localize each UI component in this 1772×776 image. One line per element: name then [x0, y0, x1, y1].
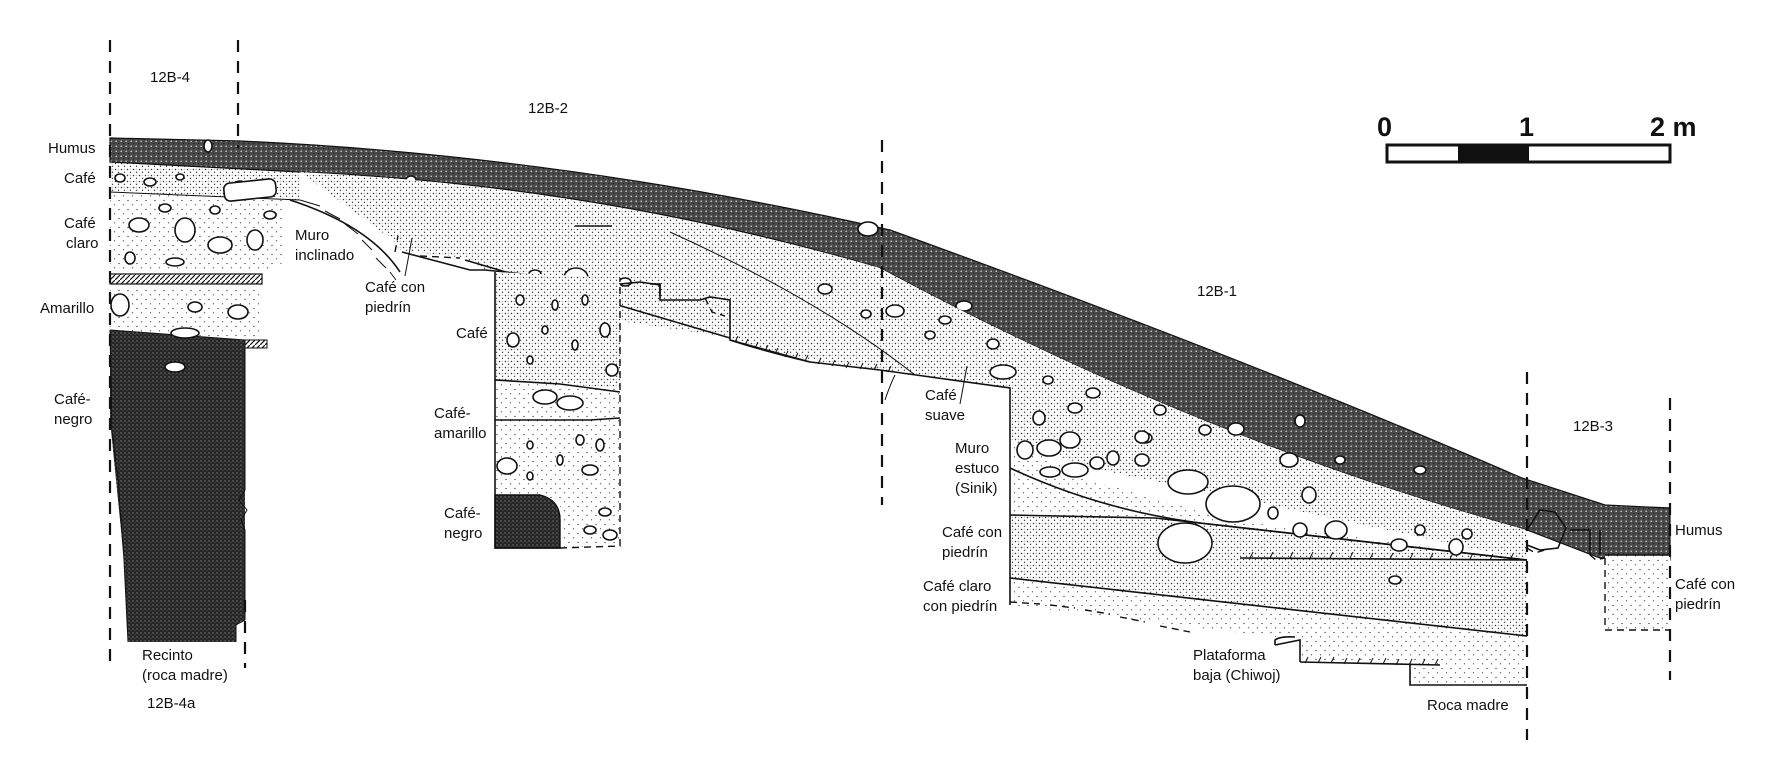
label-muro-estuco: Muro	[955, 440, 989, 457]
label-plataforma: Plataforma	[1193, 647, 1266, 664]
label-recinto: Recinto	[142, 647, 193, 664]
label-cafe-claro-piedrin: Café claro	[923, 578, 991, 595]
label-cafe-piedrin-far: piedrín	[1675, 596, 1721, 613]
layer-cafe-piedrin-far	[1605, 555, 1670, 630]
label-cafe-piedrin-right: Café con	[942, 524, 1002, 541]
label-humus-right: Humus	[1675, 522, 1723, 539]
label-cafe-claro-piedrin: con piedrín	[923, 598, 997, 615]
unit-12b3: 12B-3	[1573, 418, 1613, 435]
layer-cafe-negro-left	[110, 328, 245, 642]
label-muro-estuco: estuco	[955, 460, 999, 477]
label-amarillo: Amarillo	[40, 300, 94, 317]
column-12b1	[1009, 375, 1528, 686]
label-cafe-piedrin-far: Café con	[1675, 576, 1735, 593]
unit-12b2: 12B-2	[528, 100, 568, 117]
label-muro-inclinado: inclinado	[295, 247, 354, 264]
pit-column	[494, 272, 621, 549]
label-humus-left: Humus	[48, 140, 96, 157]
label-cafe-amarillo: amarillo	[434, 425, 487, 442]
label-muro-estuco: (Sinik)	[955, 480, 998, 497]
layer-cafe-claro	[110, 190, 285, 272]
label-muro-inclinado: Muro	[295, 227, 329, 244]
label-plataforma: baja (Chiwoj)	[1193, 667, 1281, 684]
label-cafe-negro-left: negro	[54, 411, 92, 428]
label-cafe-suave: suave	[925, 407, 965, 424]
column-12b3	[1526, 509, 1670, 631]
label-cafe-piedrin-right: piedrín	[942, 544, 988, 561]
label-cafe-piedrin-mid: piedrín	[365, 299, 411, 316]
label-cafe-amarillo: Café-	[434, 405, 471, 422]
label-roca-madre: Roca madre	[1427, 697, 1509, 714]
layer-muro-estuco	[1010, 440, 1527, 560]
label-recinto: (roca madre)	[142, 667, 228, 684]
label-cafe-piedrin-mid: Café con	[365, 279, 425, 296]
unit-12b4: 12B-4	[150, 69, 190, 86]
layer-cafe-con-piedrin-mid	[300, 172, 1527, 560]
unit-12b1: 12B-1	[1197, 283, 1237, 300]
layer-cafe-claro-piedrin	[1010, 578, 1527, 685]
label-cafe-negro-pit: Café-	[444, 505, 481, 522]
layer-cafe-piedrin-right	[1010, 515, 1527, 636]
unit-12b4a: 12B-4a	[147, 695, 196, 712]
column-12b4	[109, 162, 301, 643]
label-cafe-left: Café	[64, 170, 96, 187]
scale-tick-1: 1	[1519, 112, 1534, 142]
scale-tick-2: 2 m	[1650, 112, 1697, 142]
layer-amarillo	[110, 287, 262, 342]
label-cafe-suave: Café	[925, 387, 957, 404]
label-cafe-negro-pit: negro	[444, 525, 482, 542]
label-cafe-claro: Café	[64, 215, 96, 232]
label-cafe-pit: Café	[456, 325, 488, 342]
section-dividers	[108, 40, 1672, 740]
column-12b2	[289, 172, 1527, 560]
scale-tick-0: 0	[1377, 112, 1392, 142]
label-cafe-claro: claro	[66, 235, 99, 252]
layer-cafe-negro-pit	[494, 494, 561, 549]
scale-bar: 0 1 2 m	[1377, 112, 1697, 164]
label-cafe-negro-left: Café-	[54, 391, 91, 408]
